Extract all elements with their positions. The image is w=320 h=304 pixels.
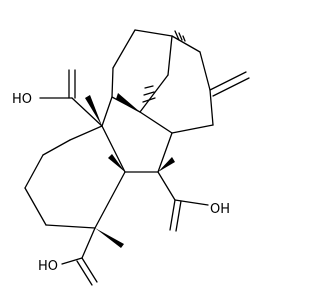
wedge-bond <box>85 95 102 126</box>
methyl-wedge <box>95 228 124 248</box>
bridged-ring-system <box>111 29 214 134</box>
hash-wedge-top <box>174 30 186 42</box>
five-membered-ring <box>101 96 173 173</box>
stereo-wedges <box>85 93 175 172</box>
hydroxyl-label-right: OH <box>210 202 230 217</box>
carboxylic-acid-right: OH <box>157 171 230 232</box>
wedge-bond <box>158 157 175 172</box>
hydroxyl-label-top: HO <box>12 92 32 107</box>
carboxylic-acid-top: HO <box>12 69 103 127</box>
hash-wedge-bridge <box>142 85 156 103</box>
cyclohexane-ring <box>24 125 126 229</box>
wedge-bond <box>116 93 140 112</box>
carboxylic-acid-bottom: HO <box>38 227 98 286</box>
wedge-bond <box>108 154 125 172</box>
hashed-wedges <box>142 30 186 103</box>
molecule-structure: HO OH HO <box>12 29 250 286</box>
hydroxyl-label-bottom: HO <box>38 259 58 274</box>
methylene-double-bond <box>209 71 250 97</box>
